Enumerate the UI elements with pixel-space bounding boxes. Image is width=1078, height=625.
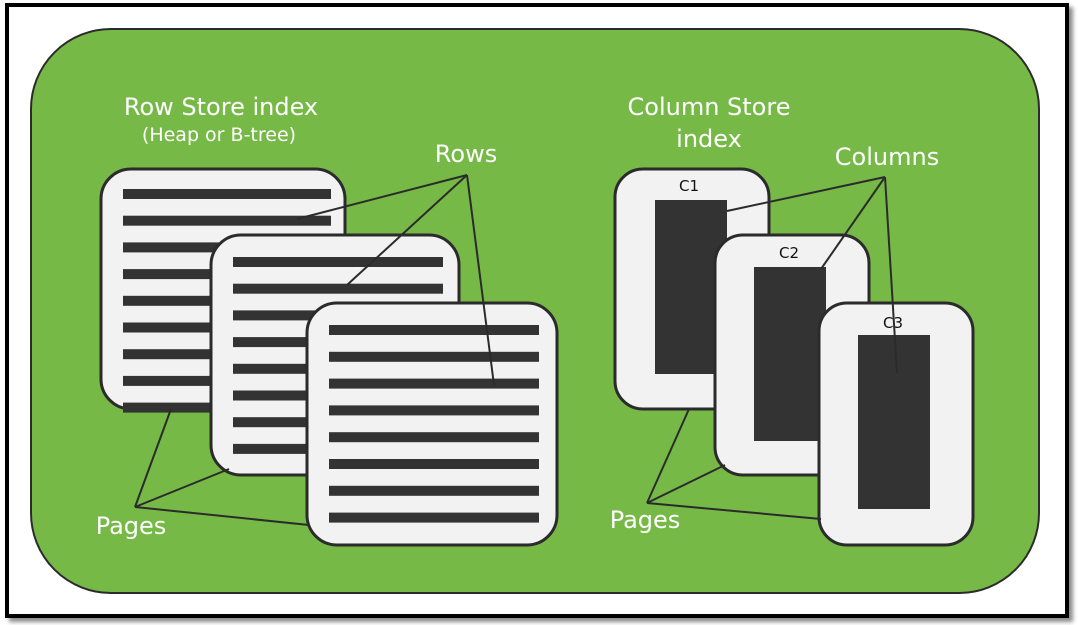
columns-callout-lines <box>726 176 898 374</box>
row-store-subtitle: (Heap or B-tree) <box>142 124 296 146</box>
row-bar <box>123 189 331 199</box>
rows-label: Rows <box>435 140 497 168</box>
columns-pointer-1 <box>726 176 886 212</box>
row-pages-pointer-3 <box>134 506 310 526</box>
rows-callout-lines <box>296 174 495 386</box>
columns-pointer-3 <box>884 176 898 374</box>
row-bar <box>329 485 539 496</box>
column-page-3: C3 <box>817 301 975 547</box>
row-bar <box>329 459 539 469</box>
column-pages-callout-lines <box>646 408 822 520</box>
row-pages-pointer-1 <box>134 408 172 508</box>
rows-pointer-2 <box>346 174 468 286</box>
columns-pointer-2 <box>820 176 886 270</box>
column-bar-c2 <box>754 267 826 441</box>
column-pages-pointer-1 <box>646 408 690 504</box>
diagram-frame: Row Store index (Heap or B-tree) Rows Pa… <box>5 3 1069 618</box>
row-store-section: Row Store index (Heap or B-tree) Rows Pa… <box>96 93 559 547</box>
row-bar <box>233 257 443 267</box>
rows-pointer-1 <box>296 174 468 220</box>
column-store-title-line1: Column Store <box>628 93 791 121</box>
index-diagram: Row Store index (Heap or B-tree) Rows Pa… <box>30 28 1040 594</box>
row-bar <box>329 351 539 362</box>
column-store-title-line2: index <box>676 125 742 153</box>
row-bar <box>123 215 331 226</box>
row-bar <box>329 378 539 389</box>
row-bar <box>233 283 443 294</box>
column-label-c1: C1 <box>679 177 699 195</box>
column-label-c2: C2 <box>779 244 799 262</box>
column-pages-pointer-3 <box>646 502 822 520</box>
row-bar <box>329 432 539 443</box>
column-pages-pointer-2 <box>646 464 726 504</box>
columns-label: Columns <box>835 143 939 171</box>
row-bars <box>329 325 539 523</box>
row-pages-callout-lines <box>134 408 310 526</box>
row-bar <box>329 325 539 335</box>
row-bar <box>329 405 539 416</box>
row-pages-label: Pages <box>96 512 167 540</box>
row-page-3 <box>305 301 559 547</box>
row-pages-pointer-2 <box>134 468 230 508</box>
rows-pointer-3 <box>466 174 495 386</box>
column-store-section: Column Store index Columns Pages C1 C2 C… <box>610 93 975 547</box>
row-store-title: Row Store index <box>124 93 318 121</box>
row-bar <box>329 512 539 523</box>
column-pages-label: Pages <box>610 506 681 534</box>
column-bar-c3 <box>858 335 930 509</box>
